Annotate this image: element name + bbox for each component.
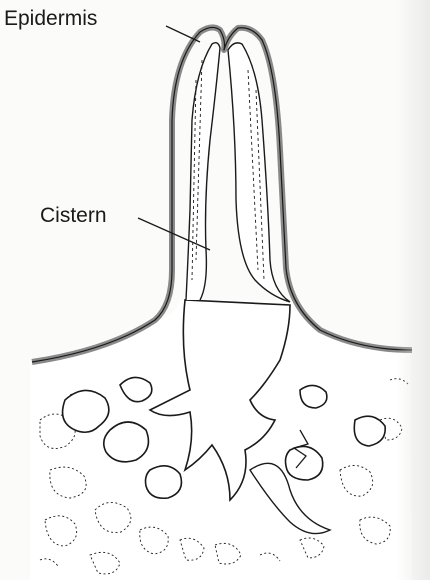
epidermis-label: Epidermis: [4, 8, 97, 29]
page-edge-shadow: [396, 0, 430, 580]
cistern-label: Cistern: [40, 205, 107, 226]
